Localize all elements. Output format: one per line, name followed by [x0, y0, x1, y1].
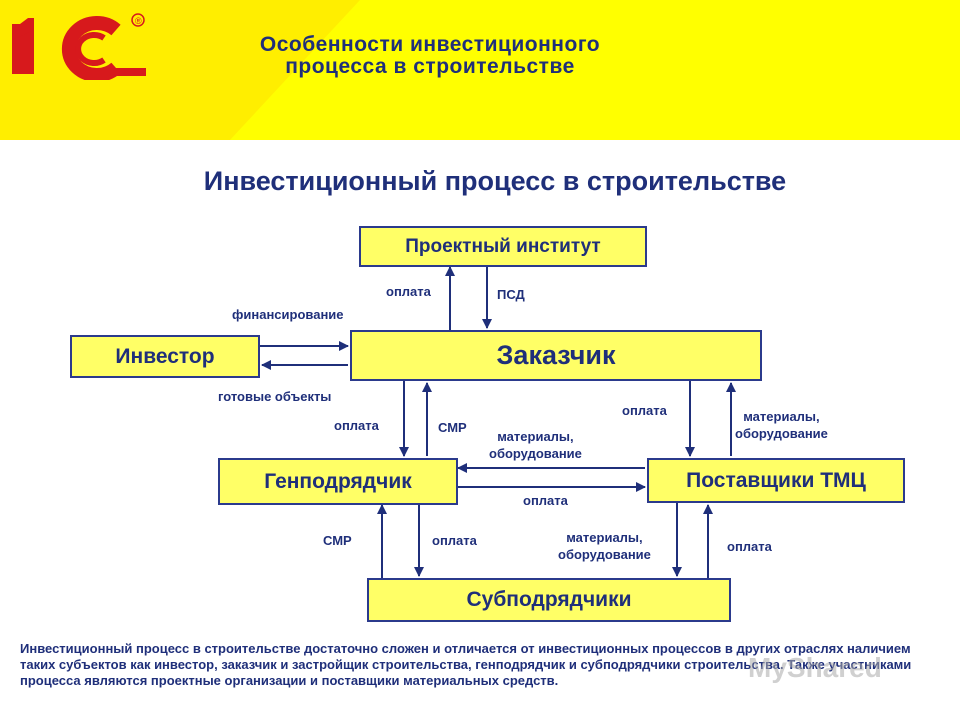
label-payment-to-institute: оплата — [386, 284, 431, 299]
header-title: Особенности инвестиционного процесса в с… — [210, 34, 650, 78]
node-investor: Инвестор — [70, 335, 260, 378]
watermark: MyShared — [748, 652, 882, 683]
label-smr-to-general: СМР — [323, 533, 352, 548]
label-smr-to-customer: СМР — [438, 420, 467, 435]
node-general-contractor: Генподрядчик — [218, 458, 458, 505]
label-materials-to-general-line2: оборудование — [489, 446, 582, 461]
header-title-line2: процесса в строительстве — [285, 55, 575, 78]
logo-1c-icon: ® — [12, 13, 146, 80]
label-psd: ПСД — [497, 287, 525, 302]
header-banner: ® Особенности инвестиционного процесса в… — [0, 0, 960, 140]
label-materials-to-sub-line1: материалы, — [566, 530, 643, 545]
label-materials-to-customer-line1: материалы, — [743, 409, 820, 424]
label-materials-to-general: материалы, оборудование — [489, 428, 582, 462]
registered-mark: ® — [135, 16, 142, 26]
label-materials-to-customer: материалы, оборудование — [735, 408, 828, 442]
node-subcontractors: Субподрядчики — [367, 578, 731, 622]
label-materials-to-general-line1: материалы, — [497, 429, 574, 444]
header-title-line1: Особенности инвестиционного — [259, 33, 601, 56]
label-payment-general-to-suppliers: оплата — [523, 493, 568, 508]
label-payment-to-suppliers: оплата — [622, 403, 667, 418]
node-project-institute: Проектный институт — [359, 226, 647, 267]
label-materials-to-sub-line2: оборудование — [558, 547, 651, 562]
node-customer: Заказчик — [350, 330, 762, 381]
label-payment-to-sub: оплата — [432, 533, 477, 548]
node-suppliers: Поставщики ТМЦ — [647, 458, 905, 503]
footer-description: Инвестиционный процесс в строительстве д… — [20, 641, 912, 688]
label-ready-objects: готовые объекты — [218, 389, 332, 404]
label-financing: финансирование — [232, 307, 344, 322]
label-payment-sub-to-suppliers: оплата — [727, 539, 772, 554]
label-payment-to-general: оплата — [334, 418, 379, 433]
label-materials-to-sub: материалы, оборудование — [558, 529, 651, 563]
page-title: Инвестиционный процесс в строительстве — [203, 166, 787, 196]
label-materials-to-customer-line2: оборудование — [735, 426, 828, 441]
